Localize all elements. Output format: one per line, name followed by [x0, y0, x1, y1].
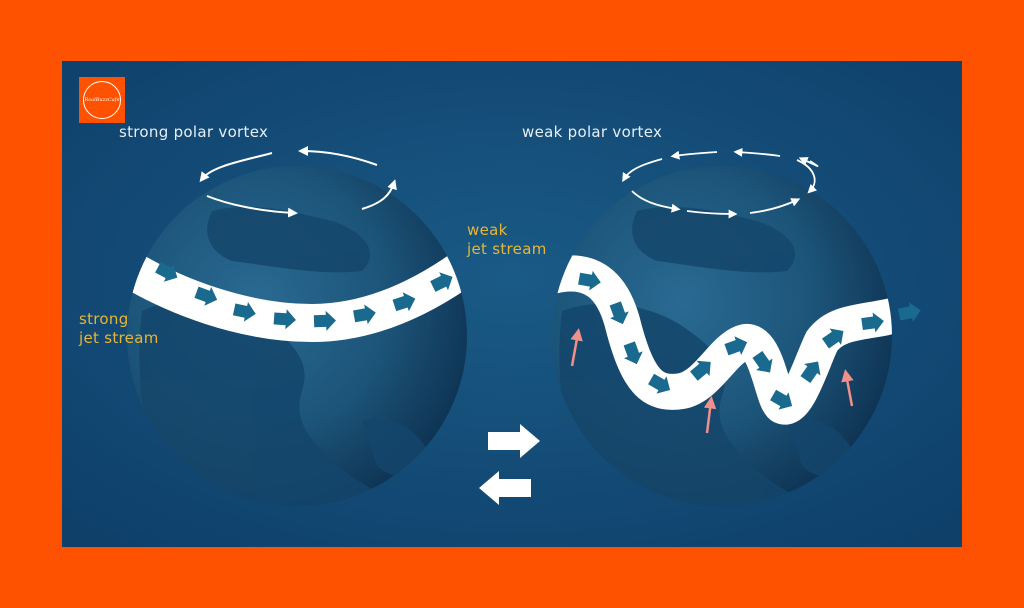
left-globe — [127, 146, 467, 506]
strong-jet-label-line1: strong — [79, 310, 129, 328]
diagram-canvas — [62, 61, 962, 547]
right-jet-stream-arrows — [578, 270, 921, 410]
strong-jet-label-line2: jet stream — [79, 329, 159, 347]
weak-jet-label-line2: jet stream — [467, 240, 547, 258]
weak-polar-vortex-title: weak polar vortex — [522, 123, 663, 141]
strong-jet-stream-label: strong jet stream — [79, 310, 159, 348]
logo-badge: RealBuzzCafe — [79, 77, 125, 123]
strong-polar-vortex-title: strong polar vortex — [119, 123, 269, 141]
left-jet-stream-arrows — [155, 261, 453, 331]
right-vortex-circulation-arrows — [622, 147, 819, 219]
logo-text: RealBuzzCafe — [83, 81, 121, 119]
warm-air-arrow-icons — [570, 328, 854, 434]
right-globe — [552, 147, 921, 506]
exchange-arrows-icon — [479, 424, 540, 505]
diagram-panel: RealBuzzCafe strong polar vortex strong … — [62, 61, 962, 547]
weak-jet-stream-label: weak jet stream — [467, 221, 547, 259]
left-vortex-circulation-arrows — [199, 146, 397, 218]
weak-jet-label-line1: weak — [467, 221, 508, 239]
